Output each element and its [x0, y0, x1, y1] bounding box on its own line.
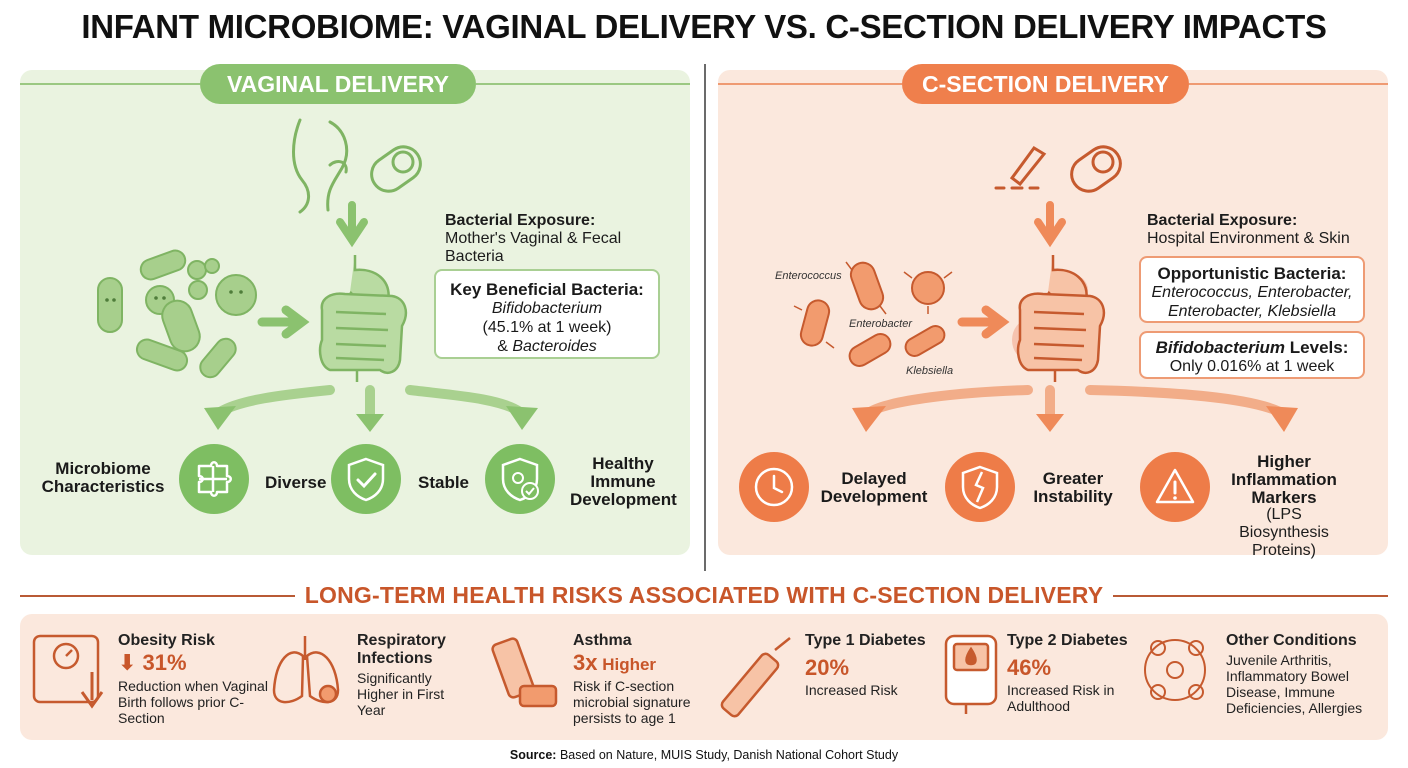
key-bacteria-callout: Key Beneficial Bacteria: Bifidobacterium… — [434, 269, 660, 359]
inflammation-circle — [1140, 452, 1210, 522]
outcome-instability: Greater Instability — [1033, 469, 1113, 506]
bifido-label: Bifidobacterium Levels: — [1141, 338, 1363, 357]
inflammation-note: (LPS Biosynthesis Proteins) — [1239, 506, 1329, 559]
bacteria-label: Enterococcus — [775, 270, 842, 282]
key-bacteria-name: Bifidobacterium — [491, 300, 603, 317]
shield-check-icon — [347, 457, 385, 502]
risk-title: Asthma — [573, 632, 632, 649]
risk-desc: Increased Risk in Adulthood — [1007, 682, 1115, 714]
outcome-immune: Healthy Immune Development — [570, 454, 677, 509]
section-rule — [20, 595, 295, 597]
source-text: Based on Nature, MUIS Study, Danish Nati… — [556, 748, 899, 762]
risk-stat: ⬇ 31% — [118, 650, 187, 675]
risk-title: Obesity Risk — [118, 632, 215, 649]
risk-desc: Significantly Higher in First Year — [357, 670, 445, 718]
key-bacteria-percent: (45.1% at 1 week) — [482, 319, 612, 336]
exposure-label: Bacterial Exposure: — [1147, 212, 1298, 229]
instability-circle — [945, 452, 1015, 522]
clock-icon — [754, 467, 794, 507]
opportunistic-callout: Opportunistic Bacteria: Enterococcus, En… — [1139, 256, 1365, 323]
risk-stat-value: 3x — [573, 650, 598, 675]
diverse-circle — [179, 444, 249, 514]
vaginal-header: VAGINAL DELIVERY — [200, 64, 476, 104]
risk-stat-suffix: Higher — [597, 655, 657, 674]
header-rule — [20, 83, 200, 85]
header-rule — [718, 83, 902, 85]
risk-title: Other Conditions — [1226, 632, 1357, 649]
page-title: INFANT MICROBIOME: VAGINAL DELIVERY VS. … — [81, 8, 1327, 45]
source-label: Source: — [509, 748, 557, 762]
panel-divider — [704, 64, 706, 571]
exposure-value: Mother's Vaginal & Fecal Bacteria — [445, 230, 622, 265]
immune-shield-icon — [501, 457, 539, 502]
broken-shield-icon — [961, 465, 999, 510]
section-rule — [1113, 595, 1388, 597]
delayed-circle — [739, 452, 809, 522]
warning-icon — [1155, 468, 1195, 504]
exposure-value: Hospital Environment & Skin — [1147, 230, 1350, 247]
header-rule — [1189, 83, 1388, 85]
risk-desc: Reduction when Vaginal Birth follows pri… — [118, 678, 268, 726]
key-bacteria-secondary-prefix: & — [497, 338, 513, 355]
bacteria-label: Klebsiella — [906, 365, 954, 377]
opportunistic-label: Opportunistic Bacteria: — [1157, 264, 1347, 283]
outcome-delayed: Delayed Development — [820, 469, 928, 506]
stable-circle — [331, 444, 401, 514]
risk-title: Type 2 Diabetes — [1007, 632, 1128, 649]
microbiome-characteristics-label: Microbiome Characteristics — [41, 459, 165, 496]
risk-desc: Increased Risk — [805, 682, 898, 698]
exposure-label: Bacterial Exposure: — [445, 212, 596, 229]
risk-title: Respiratory Infections — [357, 632, 446, 667]
risk-stat: 46% — [1007, 655, 1052, 680]
csection-header: C-SECTION DELIVERY — [902, 64, 1189, 104]
immune-circle — [485, 444, 555, 514]
risks-section-title: LONG-TERM HEALTH RISKS ASSOCIATED WITH C… — [304, 582, 1104, 608]
source-citation: Source: Based on Nature, MUIS Study, Dan… — [0, 748, 1408, 762]
bifido-value: Only 0.016% at 1 week — [1169, 358, 1335, 375]
bifido-label-suffix: Levels: — [1285, 338, 1349, 357]
opportunistic-list-line1: Enterococcus, Enterobacter, — [1151, 284, 1353, 301]
opportunistic-list-line2: Enterobacter, Klebsiella — [1167, 303, 1337, 320]
risk-title: Type 1 Diabetes — [805, 632, 926, 649]
bacteria-label: Enterobacter — [849, 318, 912, 330]
key-bacteria-secondary: & Bacteroides — [436, 337, 658, 356]
risk-desc: Risk if C-section microbial signature pe… — [573, 678, 691, 726]
puzzle-icon — [197, 461, 232, 497]
key-bacteria-secondary-name: Bacteroides — [512, 338, 597, 355]
risk-desc: Juvenile Arthritis, Inflammatory Bowel D… — [1226, 652, 1363, 716]
key-bacteria-label: Key Beneficial Bacteria: — [450, 280, 644, 299]
risk-stat: 20% — [805, 655, 850, 680]
risk-stat: 3x Higher — [573, 651, 656, 677]
header-rule — [476, 83, 690, 85]
bifido-callout: Bifidobacterium Levels: Only 0.016% at 1… — [1139, 331, 1365, 379]
outcome-stable: Stable — [418, 473, 470, 492]
outcome-diverse: Diverse — [265, 473, 327, 492]
bifido-label-name: Bifidobacterium — [1155, 338, 1286, 357]
outcome-inflammation: Higher Inflammation Markers — [1231, 452, 1337, 507]
